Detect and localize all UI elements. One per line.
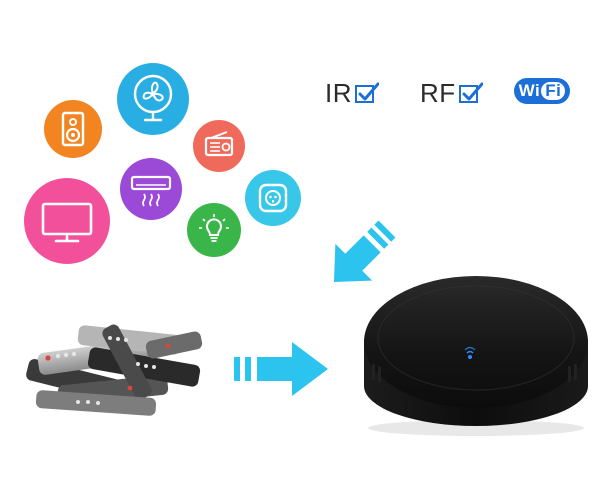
- rf-check-icon: [458, 82, 483, 103]
- smart-plug-icon: [258, 183, 288, 213]
- radio-bubble: [193, 120, 245, 172]
- wifi-logo-fi: Fi: [541, 82, 566, 100]
- ir-check-icon: [355, 82, 379, 103]
- wifi-logo-wi: Wi: [518, 81, 541, 100]
- smart-hub-device: [364, 276, 588, 436]
- smart-plug-bubble: [245, 170, 301, 226]
- speaker-icon: [61, 111, 85, 147]
- remote-control-icon: [102, 324, 152, 400]
- hub-led-icon: [464, 346, 476, 359]
- light-bulb-bubble: [187, 203, 241, 257]
- remote-control-icon: [145, 331, 203, 359]
- remote-controls-pile: [26, 324, 203, 416]
- speaker-bubble: [44, 100, 102, 158]
- rf-feature: RF: [420, 76, 483, 110]
- light-bulb-icon: [199, 214, 229, 242]
- signal-arrow-right-icon: [234, 342, 328, 396]
- tv-bubble: [24, 178, 110, 264]
- air-conditioner-bubble: [120, 158, 182, 220]
- rf-label: RF: [420, 77, 456, 108]
- ir-label: IR: [325, 77, 352, 108]
- fan-bubble: [117, 63, 189, 135]
- signal-arrow-up-icon: [333, 220, 396, 283]
- tv-icon: [41, 202, 93, 243]
- ir-feature: IR: [325, 76, 379, 110]
- fan-icon: [133, 74, 173, 122]
- radio-icon: [204, 131, 234, 157]
- air-conditioner-icon: [130, 175, 172, 207]
